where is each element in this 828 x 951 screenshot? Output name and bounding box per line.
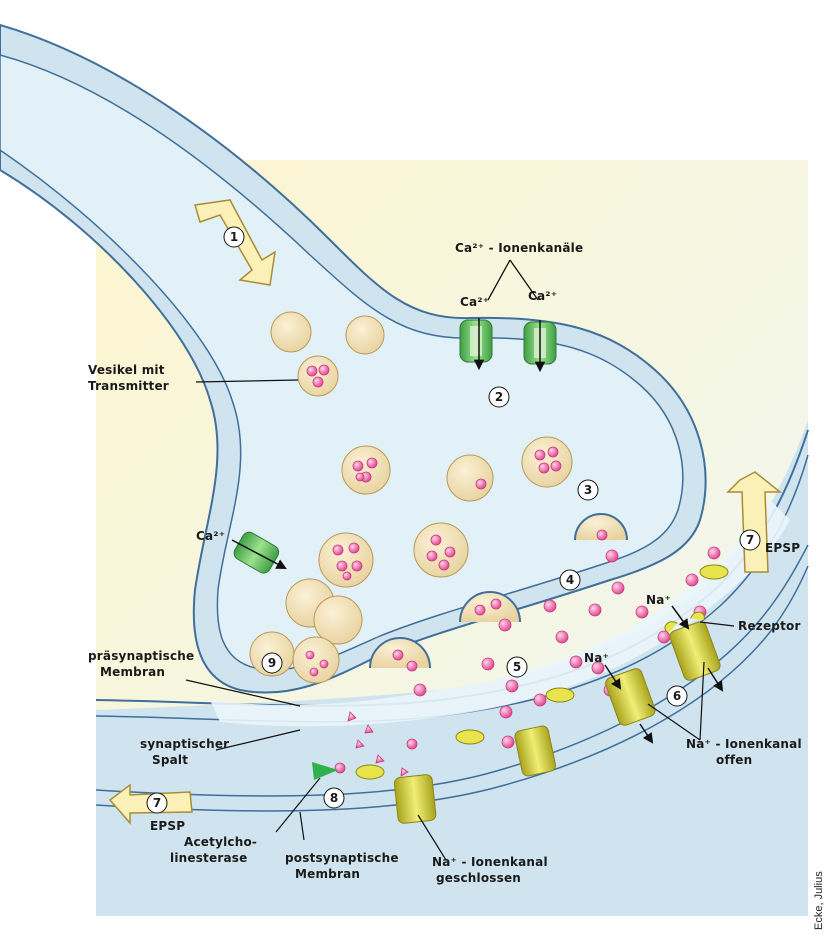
na-label-b: Na⁺ bbox=[584, 651, 609, 665]
acetylcholinesterase-icon bbox=[312, 762, 338, 780]
svg-text:1: 1 bbox=[230, 230, 238, 244]
ache-label-1: Acetylcho- bbox=[184, 835, 257, 849]
svg-text:3: 3 bbox=[584, 483, 592, 497]
na-channel-closed-2 bbox=[393, 774, 437, 824]
svg-text:2: 2 bbox=[495, 390, 503, 404]
action-potential-arrow-in bbox=[194, 199, 276, 286]
receptor-2 bbox=[545, 687, 575, 703]
svg-text:4: 4 bbox=[566, 573, 574, 587]
vesicle-label-1: Vesikel mit bbox=[88, 363, 165, 377]
svg-text:8: 8 bbox=[330, 791, 338, 805]
epsp-left-label: EPSP bbox=[150, 819, 185, 833]
na-closed-label-2: geschlossen bbox=[436, 871, 521, 885]
step-7-left: 7 bbox=[146, 792, 168, 814]
ca-channel-left bbox=[459, 319, 493, 363]
labels: Ca²⁺ - Ionenkanäle Ca²⁺ Ca²⁺ Ca²⁺ Vesike… bbox=[88, 241, 825, 930]
na-channel-closed-1 bbox=[514, 725, 557, 777]
vesicles-filled bbox=[292, 355, 628, 684]
receptor-4 bbox=[699, 564, 729, 580]
step-1: 1 bbox=[223, 226, 245, 248]
na-closed-label-1: Na⁺ - Ionenkanal bbox=[432, 855, 548, 869]
vesicle-label-2: Transmitter bbox=[88, 379, 169, 393]
ca-left-label: Ca²⁺ bbox=[460, 295, 489, 309]
epsp-right-label: EPSP bbox=[765, 541, 800, 555]
receptor-label: Rezeptor bbox=[738, 619, 801, 633]
step-4: 4 bbox=[559, 569, 581, 591]
ca-right-label: Ca²⁺ bbox=[528, 289, 557, 303]
step-6: 6 bbox=[666, 685, 688, 707]
postsyn-label-1: postsynaptische bbox=[285, 851, 399, 865]
cleft-label-1: synaptischer bbox=[140, 737, 229, 751]
credit-label: Ecke, Julius bbox=[813, 871, 825, 930]
step-7-right: 7 bbox=[739, 529, 761, 551]
step-5: 5 bbox=[506, 656, 528, 678]
na-label-a: Na⁺ bbox=[646, 593, 671, 607]
receptor-1 bbox=[455, 729, 485, 745]
epsp-arrow-right bbox=[726, 471, 783, 573]
step-9: 9 bbox=[261, 652, 283, 674]
svg-text:6: 6 bbox=[673, 689, 681, 703]
presyn-label-1: präsynaptische bbox=[88, 649, 194, 663]
svg-text:7: 7 bbox=[153, 796, 161, 810]
na-open-label-2: offen bbox=[716, 753, 752, 767]
postsynaptic-cell bbox=[96, 420, 808, 916]
postsyn-label-2: Membran bbox=[295, 867, 360, 881]
step-8: 8 bbox=[323, 787, 345, 809]
presyn-label-2: Membran bbox=[100, 665, 165, 679]
transmitter-molecules bbox=[305, 364, 608, 677]
ca-ion-channels-label: Ca²⁺ - Ionenkanäle bbox=[455, 241, 583, 255]
svg-text:5: 5 bbox=[513, 660, 521, 674]
presynaptic-terminal-inner bbox=[0, 54, 684, 671]
step-markers: 1 2 3 4 5 6 7 7 8 9 bbox=[146, 226, 761, 814]
svg-text:7: 7 bbox=[746, 533, 754, 547]
ca-side-label: Ca²⁺ bbox=[196, 529, 225, 543]
ache-label-2: linesterase bbox=[170, 851, 247, 865]
step-2: 2 bbox=[488, 386, 510, 408]
synaptic-cleft bbox=[210, 500, 790, 727]
step-3: 3 bbox=[577, 479, 599, 501]
receptor-3 bbox=[355, 764, 385, 780]
leader-lines bbox=[185, 379, 735, 861]
na-open-label-1: Na⁺ - Ionenkanal bbox=[686, 737, 802, 751]
svg-text:9: 9 bbox=[268, 656, 276, 670]
cleft-label-2: Spalt bbox=[152, 753, 188, 767]
